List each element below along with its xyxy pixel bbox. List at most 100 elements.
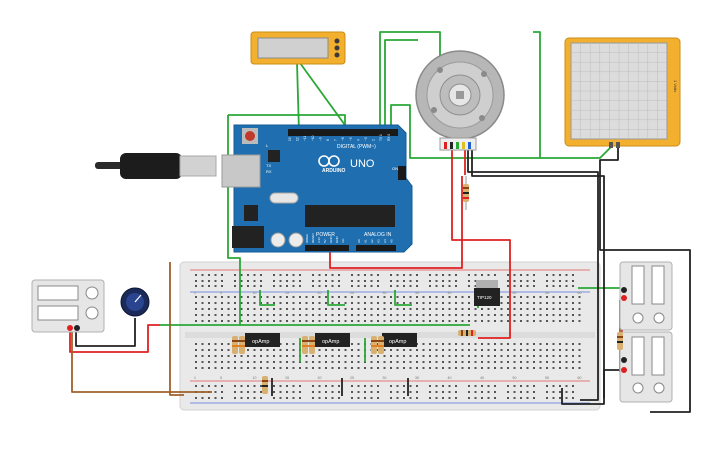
breadboard-hole <box>286 355 288 357</box>
breadboard-hole <box>377 302 379 304</box>
lcd-knob-3[interactable] <box>334 52 340 58</box>
psu-right-top-knob2[interactable] <box>653 312 665 324</box>
breadboard-hole <box>546 285 548 287</box>
lcd-knob-2[interactable] <box>334 45 340 51</box>
breadboard-hole <box>468 314 470 316</box>
breadboard-hole <box>461 320 464 322</box>
breadboard-hole <box>273 361 275 363</box>
breadboard-hole <box>461 343 464 345</box>
breadboard-hole <box>455 285 457 287</box>
breadboard-hole <box>559 314 561 316</box>
breadboard-hole <box>396 296 399 298</box>
breadboard-hole <box>292 361 295 363</box>
breadboard-hole <box>390 314 392 316</box>
breadboard-hole <box>487 361 490 363</box>
digital-label: DIGITAL (PWM~) <box>337 144 376 150</box>
breadboard-hole <box>208 280 210 282</box>
breadboard-hole <box>546 274 548 276</box>
breadboard-hole <box>370 302 373 304</box>
breadboard-hole <box>565 385 568 387</box>
breadboard-hole <box>546 302 548 304</box>
breadboard-hole <box>487 343 490 345</box>
lcd-knob-1[interactable] <box>334 38 340 44</box>
analog-label: ANALOG IN <box>364 232 392 238</box>
breadboard-hole <box>500 367 503 369</box>
atmega-chip <box>305 205 395 227</box>
breadboard-hole <box>357 391 360 393</box>
breadboard-hole <box>286 361 288 363</box>
breadboard-hole <box>279 320 282 322</box>
breadboard-hole <box>403 349 405 351</box>
breadboard-hole <box>331 285 334 287</box>
breadboard-hole <box>572 361 574 363</box>
breadboard-hole <box>409 361 412 363</box>
breadboard-hole <box>507 385 509 387</box>
breadboard-hole <box>364 280 366 282</box>
breadboard-hole <box>468 296 470 298</box>
breadboard-hole <box>208 355 210 357</box>
breadboard-hole <box>539 367 542 369</box>
power-pin-label: 5V <box>323 239 327 243</box>
breadboard-hole <box>312 302 314 304</box>
breadboard-hole <box>253 391 256 393</box>
encoder-pin-black <box>450 142 453 149</box>
breadboard-hole <box>513 308 516 310</box>
breadboard-hole <box>253 355 256 357</box>
breadboard-hole <box>429 349 431 351</box>
breadboard-hole <box>565 349 568 351</box>
breadboard-hole <box>234 367 236 369</box>
psu-knob-current[interactable] <box>85 306 99 320</box>
breadboard-hole <box>435 314 438 316</box>
breadboard-hole <box>253 385 256 387</box>
breadboard-hole <box>461 296 464 298</box>
breadboard-hole <box>292 367 295 369</box>
breadboard-hole <box>208 397 210 399</box>
dc-jack <box>232 226 264 248</box>
breadboard-hole <box>234 385 236 387</box>
breadboard-hole <box>279 391 282 393</box>
breadboard-hole <box>572 355 574 357</box>
breadboard-hole <box>331 274 334 276</box>
breadboard-hole <box>455 280 457 282</box>
breadboard-hole <box>318 308 321 310</box>
reset-button-cap[interactable] <box>245 131 255 141</box>
breadboard-hole <box>533 280 535 282</box>
breadboard-hole <box>318 349 321 351</box>
breadboard-hole <box>435 308 438 310</box>
breadboard-hole <box>507 314 509 316</box>
psu-terminal-neg <box>74 325 80 331</box>
breadboard-hole <box>370 385 373 387</box>
breadboard-hole <box>396 274 399 276</box>
breadboard-hole <box>455 385 457 387</box>
pot-indicator <box>134 294 142 303</box>
breadboard-hole <box>481 274 483 276</box>
psu-knob-voltage[interactable] <box>85 286 99 300</box>
breadboard-column-number: 5 <box>220 291 222 295</box>
breadboard-hole <box>279 308 282 310</box>
psu-right-top-knob1[interactable] <box>632 312 644 324</box>
breadboard-hole <box>539 320 542 322</box>
breadboard-hole <box>409 355 412 357</box>
breadboard-hole <box>286 349 288 351</box>
breadboard-hole <box>266 296 269 298</box>
breadboard-hole <box>325 320 327 322</box>
breadboard-hole <box>429 367 431 369</box>
breadboard-hole <box>481 391 483 393</box>
breadboard-hole <box>416 285 418 287</box>
breadboard-hole <box>260 367 262 369</box>
breadboard-hole <box>448 320 451 322</box>
breadboard-hole <box>416 314 418 316</box>
breadboard-hole <box>338 280 340 282</box>
breadboard-hole <box>266 302 269 304</box>
psu-right-bottom-knob2[interactable] <box>653 382 665 394</box>
breadboard-hole <box>520 355 522 357</box>
breadboard-hole <box>364 296 366 298</box>
breadboard-hole <box>266 314 269 316</box>
breadboard-hole <box>403 308 405 310</box>
breadboard-hole <box>383 320 386 322</box>
breadboard-hole <box>474 280 477 282</box>
breadboard-hole <box>448 280 451 282</box>
breadboard-hole <box>442 349 444 351</box>
potentiometer[interactable] <box>120 287 150 317</box>
psu-right-bottom-knob1[interactable] <box>632 382 644 394</box>
